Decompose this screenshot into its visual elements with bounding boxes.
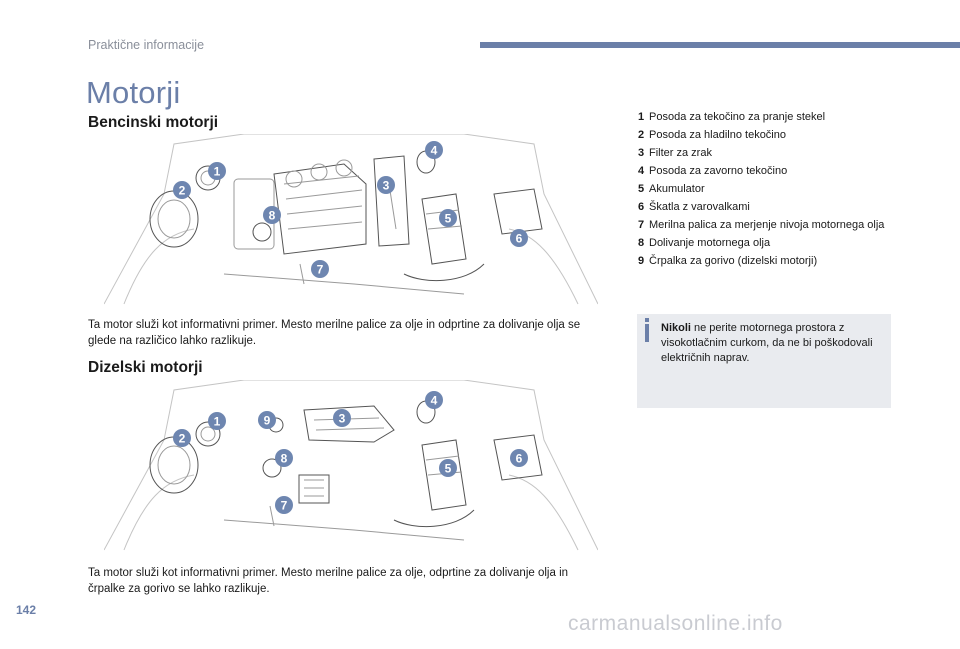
legend-item: 6 Škatla z varovalkami	[638, 200, 898, 215]
legend-item: 1 Posoda za tekočino za pranje stekel	[638, 110, 898, 125]
callout-badge-label-3: 3	[383, 179, 390, 193]
legend-text: Črpalka za gorivo (dizelski motorji)	[649, 255, 818, 267]
legend-text: Filter za zrak	[649, 147, 712, 159]
legend-num: 2	[638, 129, 645, 141]
callout-badge-1	[208, 162, 226, 180]
callout-badge-7	[275, 496, 293, 514]
callout-badge-2	[173, 181, 191, 199]
callout-badge-7	[311, 260, 329, 278]
page-number: 142	[16, 603, 37, 617]
callout-badge-label-7: 7	[281, 499, 288, 513]
petrol-caption: Ta motor služi kot informativni primer. …	[88, 319, 581, 347]
info-icon	[645, 324, 649, 342]
callout-badge-3	[333, 409, 351, 427]
callout-badge-label-5: 5	[445, 212, 452, 226]
callout-badge-label-2: 2	[179, 184, 186, 198]
legend-text: Škatla z varovalkami	[649, 201, 750, 213]
callout-badge-5	[439, 209, 457, 227]
petrol-engine-figure: 1 2 3 4 5 6 7 8	[104, 134, 598, 312]
legend-text: Posoda za tekočino za pranje stekel	[649, 111, 826, 123]
header-bar	[480, 42, 960, 48]
callout-badge-label-4: 4	[431, 144, 438, 158]
callout-badge-label-5: 5	[445, 462, 452, 476]
legend-item: 3 Filter za zrak	[638, 146, 898, 161]
legend-num: 1	[638, 111, 645, 123]
callout-badge-label-2: 2	[179, 432, 186, 446]
watermark: carmanualsonline.info	[568, 612, 783, 635]
callout-badge-label-6: 6	[516, 232, 523, 246]
callout-badge-4	[425, 141, 443, 159]
page-title: Motorji	[86, 75, 181, 110]
legend-num: 4	[638, 165, 645, 177]
diesel-heading: Dizelski motorji	[88, 359, 203, 376]
legend-text: Posoda za zavorno tekočino	[649, 165, 788, 177]
header-section-title: Praktične informacije	[88, 38, 205, 52]
legend-num: 6	[638, 201, 645, 213]
warning-note-text: Nikoli ne perite motornega prostora z vi…	[661, 321, 883, 366]
callout-badge-2	[173, 429, 191, 447]
legend-item: 2 Posoda za hladilno tekočino	[638, 128, 898, 143]
legend-num: 8	[638, 237, 645, 249]
callout-badge-label-7: 7	[317, 263, 324, 277]
legend-item: 7 Merilna palica za merjenje nivoja motor…	[638, 218, 898, 233]
legend-text: Merilna palica za merjenje nivoja motorn…	[649, 219, 885, 231]
callout-badge-label-4: 4	[431, 394, 438, 408]
callout-badge-label-6: 6	[516, 452, 523, 466]
warning-note: Nikoli ne perite motornega prostora z vi…	[637, 314, 891, 408]
callout-badge-1	[208, 412, 226, 430]
legend-item: 5 Akumulator	[638, 182, 898, 197]
legend-item: 4 Posoda za zavorno tekočino	[638, 164, 898, 179]
callout-badge-4	[425, 391, 443, 409]
legend-num: 5	[638, 183, 645, 195]
callout-badge-label-3: 3	[339, 412, 346, 426]
callout-badge-label-8: 8	[269, 209, 276, 223]
diesel-caption: Ta motor služi kot informativni primer. …	[88, 567, 569, 595]
callout-badge-label-9: 9	[264, 414, 271, 428]
warning-note-bold: Nikoli	[661, 322, 691, 334]
legend-num: 7	[638, 219, 645, 231]
callout-badge-8	[263, 206, 281, 224]
diesel-engine-figure: 1 2 3 4 5 6 7 8 9	[104, 380, 598, 558]
callout-badge-5	[439, 459, 457, 477]
petrol-badges: 1 2 3 4 5 6 7 8	[173, 141, 528, 278]
legend-text: Akumulator	[649, 183, 705, 195]
legend-num: 9	[638, 255, 645, 267]
callout-badge-6	[510, 449, 528, 467]
legend-text: Posoda za hladilno tekočino	[649, 129, 786, 141]
legend-item: 9 Črpalka za gorivo (dizelski motorji)	[638, 254, 898, 269]
callout-badge-label-8: 8	[281, 452, 288, 466]
callout-badge-3	[377, 176, 395, 194]
petrol-heading: Bencinski motorji	[88, 114, 219, 131]
callout-badge-9	[258, 411, 276, 429]
callout-badge-label-1: 1	[214, 415, 221, 429]
callout-badge-8	[275, 449, 293, 467]
callout-badge-6	[510, 229, 528, 247]
legend-item: 8 Dolivanje motornega olja	[638, 236, 898, 251]
legend-num: 3	[638, 147, 645, 159]
callout-badge-label-1: 1	[214, 165, 221, 179]
info-icon-dot	[645, 318, 649, 322]
legend-text: Dolivanje motornega olja	[649, 237, 771, 249]
diesel-badges: 1 2 3 4 5 6 7 8 9	[173, 391, 528, 514]
warning-note-body: ne perite motornega prostora z visokotla…	[661, 322, 873, 364]
